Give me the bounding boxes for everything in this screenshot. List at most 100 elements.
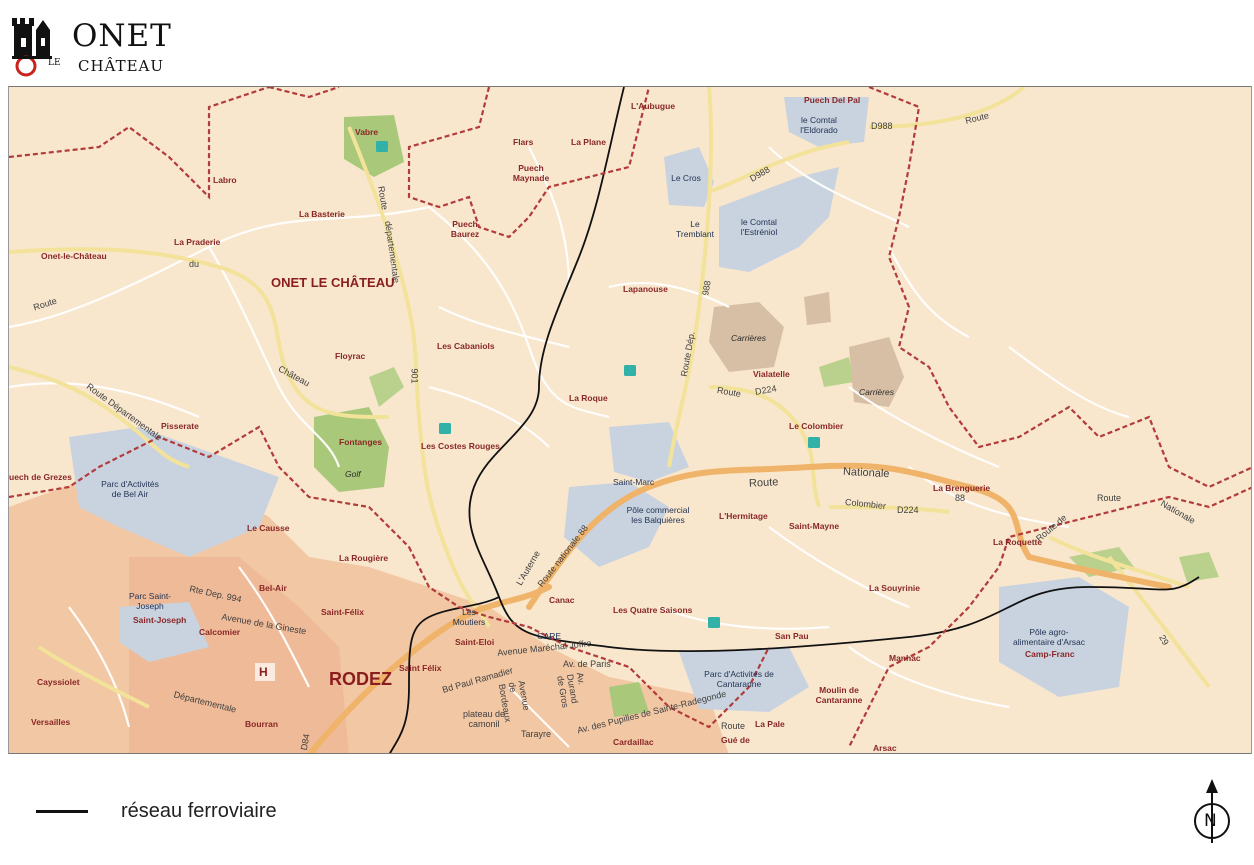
label-comtal-eldorado: le Comtal l'Eldorado [800, 115, 838, 135]
zone-parc-saint-joseph [119, 602, 209, 662]
label-hermitage: L'Hermitage [719, 511, 768, 521]
label-cayssiolet: Cayssiolet [37, 677, 80, 687]
label-parc-cantaranne: Parc d'Activités de Cantaranne [704, 669, 774, 689]
label-onet-big: ONET LE CHÂTEAU [271, 275, 395, 290]
zone-pole-agro [999, 577, 1129, 697]
label-pole-balquieres: Pôle commercial les Balquières [626, 505, 690, 525]
label-av-tarayre: Tarayre [521, 729, 552, 739]
label-san-pau: San Pau [775, 631, 809, 641]
label-le-causse: Le Causse [247, 523, 290, 533]
label-la-basterie: La Basterie [299, 209, 345, 219]
castle-logo-icon [12, 18, 52, 77]
label-la-brenguerie: La Brenguerie [933, 483, 991, 493]
green-strip-3 [819, 357, 854, 387]
label-onet-le-chateau: Onet-le-Château [41, 251, 107, 261]
map-legend: réseau ferroviaire [36, 796, 277, 826]
label-av-paris: Av. de Paris [563, 659, 611, 669]
label-moulin-cantaranne: Moulin de Cantaranne [815, 685, 863, 705]
label-saint-mayne: Saint-Mayne [789, 521, 840, 531]
label-les-costes-rouges: Les Costes Rouges [421, 441, 500, 451]
label-av-durand: Av. Durand de Gros [555, 671, 587, 709]
label-lapanouse: Lapanouse [623, 284, 668, 294]
label-nationale: Nationale [842, 465, 890, 481]
label-la-praderie: La Praderie [174, 237, 221, 247]
label-bel-air: Bel-Air [259, 583, 287, 593]
secondary-roads [9, 87, 1211, 709]
label-saint-marc: Saint-Marc [613, 477, 655, 487]
label-versailles: Versailles [31, 717, 71, 727]
label-flars: Flars [513, 137, 534, 147]
label-route-e: Route [1097, 493, 1122, 503]
label-route-nationale: Route [748, 476, 779, 490]
zone-bel-air [69, 427, 279, 557]
label-parc-bel-air: Parc d'Activités de Bel Air [101, 479, 159, 499]
label-floyrac: Floyrac [335, 351, 366, 361]
header: LE ONET CHÂTEAU [0, 0, 1254, 86]
label-route-pale: Route [721, 721, 746, 731]
logo-le: LE [48, 58, 61, 68]
main-roads [306, 462, 1172, 753]
label-puech-de-grezes: uech de Grezes [9, 472, 72, 482]
local-roads [9, 146, 1130, 748]
label-du: du [189, 259, 200, 269]
label-puech-baurez: Puech Baurez [450, 219, 480, 239]
label-saint-felix-2: Saint Félix [399, 663, 442, 673]
label-les-cabaniols: Les Cabaniols [437, 341, 495, 351]
label-puech-del-pal: Puech Del Pal [804, 95, 861, 105]
railway-legend-line [36, 809, 88, 813]
logo-subtitle: CHÂTEAU [78, 57, 164, 75]
label-cardaillac: Cardaillac [613, 737, 654, 747]
label-parc-saint-joseph: Parc Saint-Joseph [128, 591, 172, 611]
label-la-plane: La Plane [571, 137, 606, 147]
logo-title: ONET [72, 18, 172, 54]
facility-icons [376, 141, 820, 628]
label-plateau-camonil: plateau de camonil [462, 709, 506, 729]
map-area[interactable]: L'Aubugue Puech Del Pal le Comtal l'Eldo… [8, 86, 1252, 754]
label-la-souyrinie: La Souyrinie [869, 583, 921, 593]
map-base [9, 87, 1251, 753]
zone-cantaranne [679, 647, 809, 712]
label-les-quatre-saisons: Les Quatre Saisons [613, 605, 693, 615]
green-strip-1 [369, 367, 404, 407]
label-d901: 901 [409, 368, 420, 384]
label-pole-agro: Pôle agro-alimentaire d'Arsac [1012, 627, 1085, 647]
label-la-rougiere: La Rougière [339, 553, 389, 563]
label-hospital: H [259, 665, 268, 679]
quarry-2 [804, 292, 831, 325]
label-canac: Canac [549, 595, 575, 605]
label-camp-franc: Camp-Franc [1025, 649, 1075, 659]
label-comtal-estreniol: le Comtal l'Estréniol [740, 217, 778, 237]
label-le-tremblant: Le Tremblant [676, 219, 714, 239]
label-d988-ne: D988 [871, 121, 893, 131]
zone-comtal-eldorado [784, 97, 869, 147]
quarry-3 [849, 337, 904, 407]
label-carrieres-1: Carrières [731, 333, 766, 343]
label-saint-felix: Saint-Félix [321, 607, 364, 617]
north-arrow: N [1190, 777, 1234, 847]
label-les-moutiers: Les Moutiers [452, 607, 486, 627]
label-calcomier: Calcomier [199, 627, 241, 637]
label-d224b: D224 [897, 505, 919, 515]
label-gare: GARE [537, 631, 562, 641]
label-labro: Labro [213, 175, 237, 185]
label-saint-eloi: Saint-Eloi [455, 637, 495, 647]
label-rodez: RODEZ [329, 669, 392, 689]
label-la-pale: La Pale [755, 719, 785, 729]
label-vialatelle: Vialatelle [753, 369, 790, 379]
label-le-cros: Le Cros [671, 173, 701, 183]
green-small-2 [1179, 552, 1219, 582]
label-puech-maynade: Puech Maynade [512, 163, 550, 183]
label-fontanges: Fontanges [339, 437, 382, 447]
label-arsac: Arsac [873, 743, 897, 753]
label-d88-e: 88 [955, 493, 966, 503]
label-carrieres-2: Carrières [859, 387, 894, 397]
onet-chateau-logo: LE ONET CHÂTEAU [10, 8, 172, 82]
label-bourran: Bourran [245, 719, 279, 729]
label-saint-joseph: Saint-Joseph [133, 615, 187, 625]
label-gue-de: Gué de [721, 735, 750, 745]
zone-balquieres [564, 482, 669, 567]
green-vabre [344, 115, 404, 177]
zone-le-cros [664, 147, 714, 207]
quarry-1 [709, 302, 784, 372]
